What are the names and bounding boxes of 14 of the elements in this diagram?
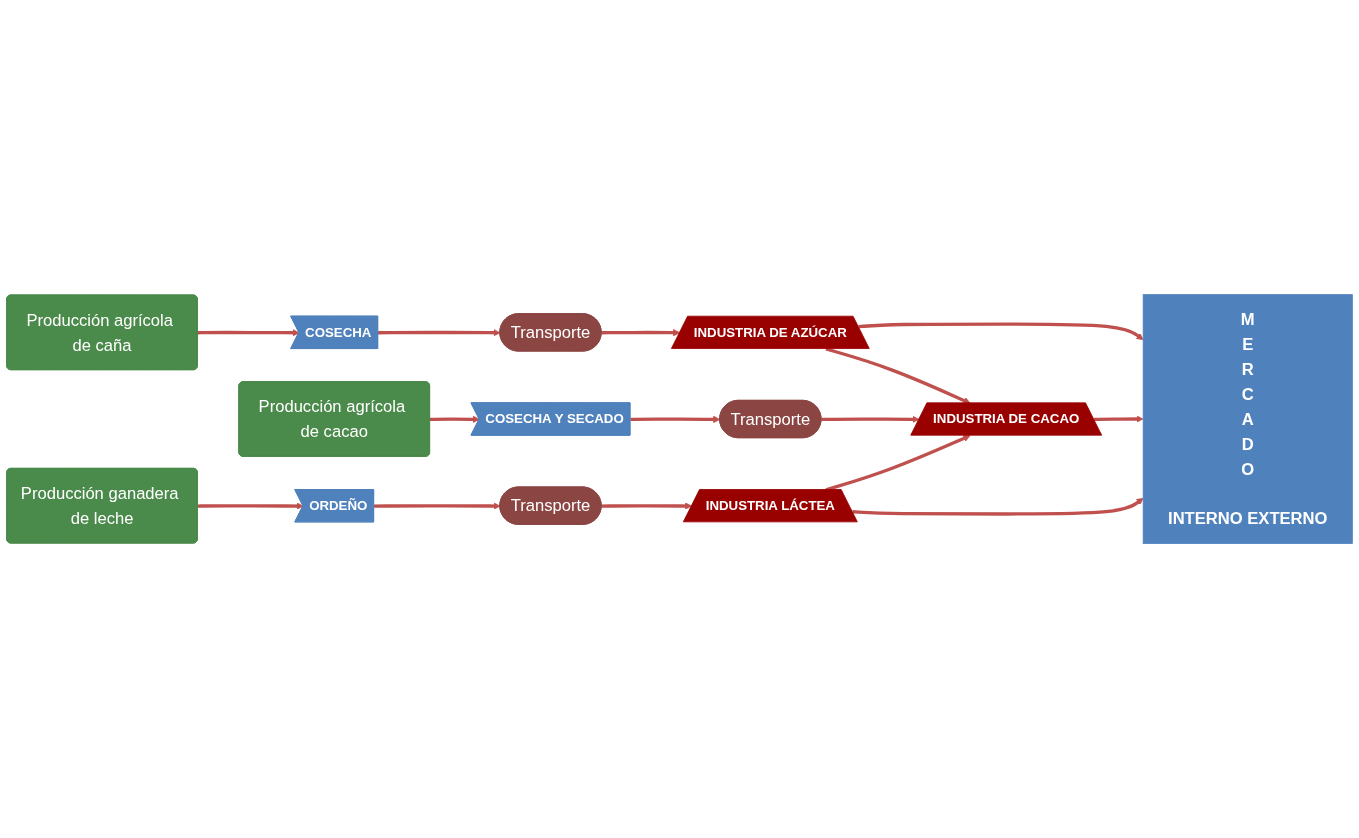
arrow: [429, 415, 480, 423]
arrow: [601, 502, 693, 510]
arrow: [821, 415, 920, 423]
arrow: [852, 497, 1144, 516]
arrow: [197, 329, 300, 337]
arrow: [374, 502, 501, 510]
arrow: [601, 329, 681, 337]
node-box: MERCADO INTERNO EXTERNO: [1142, 294, 1353, 544]
arrow: [630, 415, 721, 423]
arrow: [1094, 415, 1144, 423]
arrow: [378, 329, 501, 337]
arrow: [858, 322, 1144, 341]
arrow: [197, 502, 304, 510]
arrow: [825, 347, 971, 404]
